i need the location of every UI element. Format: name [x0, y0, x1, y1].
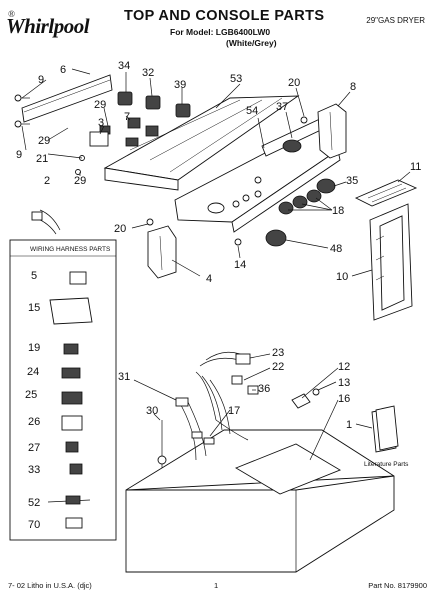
switches	[89, 91, 191, 147]
callout-29: 29	[74, 175, 86, 187]
harness-item-label: 5	[31, 270, 37, 282]
callout-3: 3	[98, 117, 104, 129]
harness-item-label: 27	[28, 442, 40, 454]
screws	[14, 94, 308, 246]
callout-20: 20	[288, 77, 300, 89]
callout-9: 9	[16, 149, 22, 161]
callout-29: 29	[94, 99, 106, 111]
print-info: 7- 02 Litho in U.S.A. (djc)	[8, 581, 92, 590]
callout-1: 1	[346, 419, 352, 431]
harness-item-label: 70	[28, 519, 40, 531]
knobs	[232, 176, 336, 247]
callout-6: 6	[60, 64, 66, 76]
callout-48: 48	[330, 243, 342, 255]
callout-35: 35	[346, 175, 358, 187]
harness-item-label: 33	[28, 464, 40, 476]
literature-parts-label: Literature Parts	[364, 461, 409, 468]
callout-37: 37	[276, 101, 288, 113]
end-cap-left	[147, 225, 177, 279]
page-number: 1	[214, 581, 219, 590]
dryer-top-cabinet	[125, 429, 395, 573]
harness-box-title: WIRING HARNESS PARTS	[30, 246, 111, 253]
callout-53: 53	[230, 73, 242, 85]
leader-lines	[21, 68, 411, 461]
logo-registered-mark: ®	[8, 9, 15, 19]
console-rear-panel	[21, 74, 113, 123]
grounding-clip	[157, 420, 167, 468]
callout-14: 14	[234, 259, 246, 271]
callout-32: 32	[142, 67, 154, 79]
harness-item-label: 24	[27, 366, 39, 378]
bracket-and-screw	[291, 388, 320, 409]
wiring-harness-parts-box: WIRING HARNESS PARTS	[9, 239, 117, 541]
part-number: Part No. 8179900	[368, 581, 427, 590]
harness-item-label: 15	[28, 302, 40, 314]
harness-item-label: 19	[28, 342, 40, 354]
lint-screen	[354, 179, 418, 207]
callout-7: 7	[124, 111, 130, 123]
control-panel-backplate	[103, 95, 300, 191]
wire-harness-small	[31, 209, 61, 235]
callout-16: 16	[338, 393, 350, 405]
callout-4: 4	[206, 273, 212, 285]
callout-22: 22	[272, 361, 284, 373]
callout-8: 8	[350, 81, 356, 93]
harness-item-label: 26	[28, 416, 40, 428]
callout-31: 31	[118, 371, 130, 383]
callout-9: 9	[38, 74, 44, 86]
callout-11: 11	[410, 161, 421, 173]
harness-item-label: 25	[25, 389, 37, 401]
callout-13: 13	[338, 377, 350, 389]
callout-39: 39	[174, 79, 186, 91]
callout-17: 17	[228, 405, 240, 417]
callout-54: 54	[246, 105, 258, 117]
callout-21: 21	[36, 153, 48, 165]
callout-20: 20	[114, 223, 126, 235]
brand-logo: Whirlpool	[6, 14, 90, 38]
harness-item-label: 52	[28, 497, 40, 509]
model-variant: (White/Grey)	[226, 38, 277, 48]
callout-30: 30	[146, 405, 158, 417]
lint-housing	[369, 203, 413, 321]
callout-36: 36	[258, 383, 270, 395]
callout-34: 34	[118, 60, 130, 72]
page-title: TOP AND CONSOLE PARTS	[124, 8, 325, 24]
product-type: 29"GAS DRYER	[366, 16, 425, 25]
callout-29: 29	[38, 135, 50, 147]
literature-parts	[371, 405, 399, 453]
end-cap-right	[317, 103, 347, 159]
callout-18: 18	[332, 205, 344, 217]
model-line: For Model: LGB6400LW0	[170, 27, 271, 37]
callout-12: 12	[338, 361, 350, 373]
callout-2: 2	[44, 175, 50, 187]
callout-10: 10	[336, 271, 348, 283]
callout-23: 23	[272, 347, 284, 359]
